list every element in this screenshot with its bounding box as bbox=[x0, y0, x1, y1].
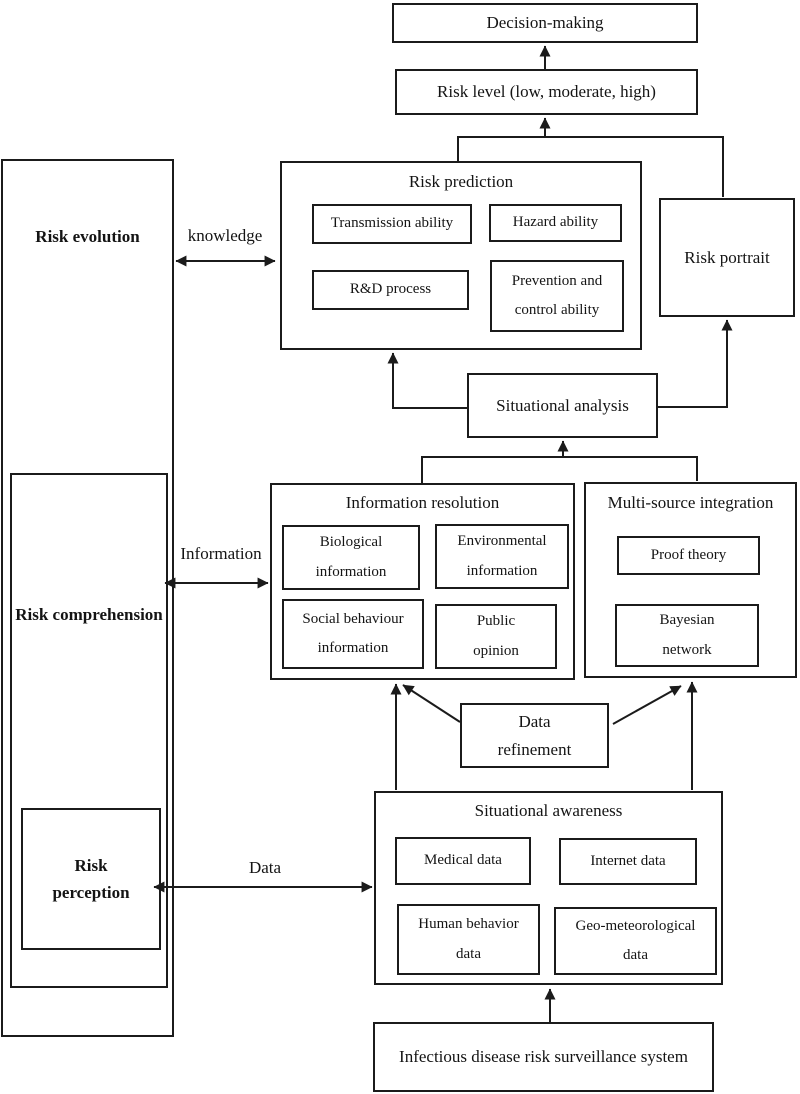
arrow-refinement-to-integration bbox=[612, 685, 682, 725]
medical-data-box: Medical data bbox=[395, 837, 531, 885]
risk-comprehension-box: Risk comprehension Risk perception bbox=[10, 473, 168, 988]
human-behavior-data-label: Human behavior data bbox=[418, 916, 519, 962]
data-refinement-label: Data refinement bbox=[497, 712, 572, 759]
risk-level-label: Risk level (low, moderate, high) bbox=[437, 82, 656, 102]
internet-data-label: Internet data bbox=[590, 852, 666, 869]
data-refinement-box: Data refinement bbox=[460, 703, 609, 768]
situational-awareness-group: Situational awareness Medical data Inter… bbox=[374, 791, 723, 985]
situational-analysis-box: Situational analysis bbox=[467, 373, 658, 438]
connector-resolution-integration-top bbox=[421, 456, 698, 483]
knowledge-edge-label: knowledge bbox=[187, 226, 263, 245]
environmental-information-label: Environmental information bbox=[457, 533, 547, 579]
decision-making-box: Decision-making bbox=[392, 3, 698, 43]
arrow-refinement-to-resolution bbox=[402, 684, 461, 723]
decision-making-label: Decision-making bbox=[486, 13, 604, 33]
prevention-control-box: Prevention and control ability bbox=[490, 260, 624, 332]
transmission-ability-label: Transmission ability bbox=[330, 215, 454, 232]
hazard-ability-box: Hazard ability bbox=[489, 204, 622, 242]
hazard-ability-label: Hazard ability bbox=[512, 214, 599, 231]
data-edge-label: Data bbox=[248, 858, 282, 877]
multi-source-integration-title: Multi-source integration bbox=[607, 493, 774, 512]
risk-comprehension-label: Risk comprehension bbox=[15, 605, 163, 624]
situational-analysis-label: Situational analysis bbox=[496, 395, 629, 415]
information-edge-label: Information bbox=[180, 544, 262, 563]
prevention-control-label: Prevention and control ability bbox=[511, 272, 603, 318]
biological-information-label: Biological information bbox=[315, 534, 387, 580]
geo-meteorological-data-label: Geo-meteorological data bbox=[575, 917, 696, 963]
proof-theory-label: Proof theory bbox=[650, 546, 727, 563]
risk-evolution-box: Risk evolution Risk comprehension Risk p… bbox=[1, 159, 174, 1037]
arrow-analysis-to-portrait bbox=[658, 319, 733, 408]
situational-awareness-title: Situational awareness bbox=[474, 801, 623, 820]
bayesian-network-box: Bayesian network bbox=[615, 604, 759, 667]
surveillance-system-box: Infectious disease risk surveillance sys… bbox=[373, 1022, 714, 1092]
information-resolution-group: Information resolution Biological inform… bbox=[270, 483, 575, 680]
risk-portrait-box: Risk portrait bbox=[659, 198, 795, 317]
surveillance-system-label: Infectious disease risk surveillance sys… bbox=[399, 1047, 688, 1067]
risk-evolution-label: Risk evolution bbox=[35, 227, 140, 246]
environmental-information-box: Environmental information bbox=[435, 524, 569, 589]
risk-level-box: Risk level (low, moderate, high) bbox=[395, 69, 698, 115]
risk-perception-box: Risk perception bbox=[21, 808, 161, 950]
risk-perception-label: Risk perception bbox=[52, 855, 130, 902]
public-opinion-box: Public opinion bbox=[435, 604, 557, 669]
human-behavior-data-box: Human behavior data bbox=[397, 904, 540, 975]
multi-source-integration-group: Multi-source integration Proof theory Ba… bbox=[584, 482, 797, 678]
social-behaviour-information-label: Social behaviour information bbox=[302, 610, 404, 656]
rd-process-box: R&D process bbox=[312, 270, 469, 310]
rd-process-label: R&D process bbox=[349, 281, 432, 298]
risk-portrait-label: Risk portrait bbox=[684, 247, 770, 267]
biological-information-box: Biological information bbox=[282, 525, 420, 590]
information-resolution-title: Information resolution bbox=[345, 493, 500, 512]
social-behaviour-information-box: Social behaviour information bbox=[282, 599, 424, 669]
proof-theory-box: Proof theory bbox=[617, 536, 760, 575]
internet-data-box: Internet data bbox=[559, 838, 697, 885]
arrow-analysis-to-prediction bbox=[387, 352, 467, 409]
risk-prediction-title: Risk prediction bbox=[408, 172, 514, 191]
risk-prediction-group: Risk prediction Transmission ability Haz… bbox=[280, 161, 642, 350]
medical-data-label: Medical data bbox=[424, 852, 502, 869]
geo-meteorological-data-box: Geo-meteorological data bbox=[554, 907, 717, 975]
transmission-ability-box: Transmission ability bbox=[312, 204, 472, 244]
public-opinion-label: Public opinion bbox=[473, 613, 519, 659]
bayesian-network-label: Bayesian network bbox=[659, 612, 715, 658]
